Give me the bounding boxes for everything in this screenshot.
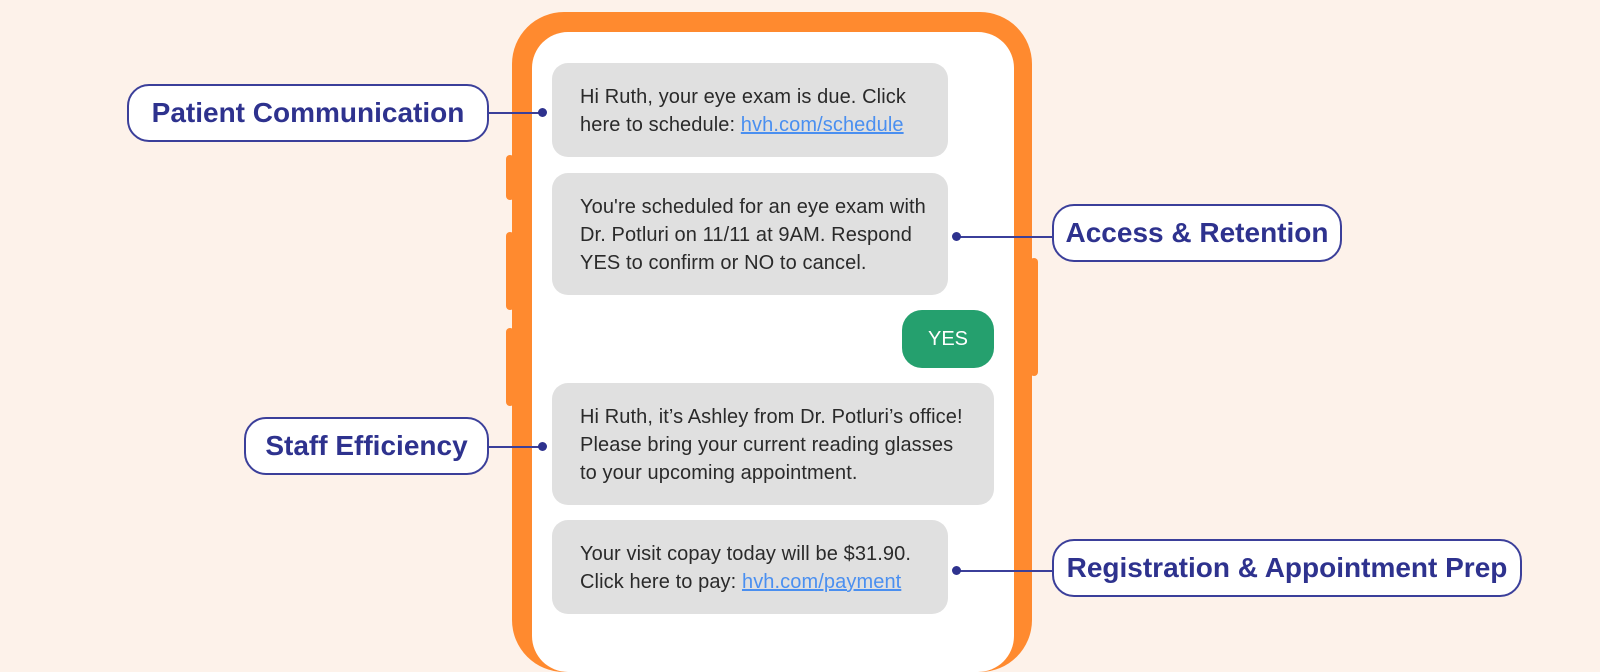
message-bubble-copay: Your visit copay today will be $31.90. C… [552,520,948,614]
callout-connector [489,446,541,448]
phone-side-button [1030,258,1038,376]
message-bubble-exam-due: Hi Ruth, your eye exam is due. Click her… [552,63,948,157]
callout-patient-communication: Patient Communication [127,84,489,142]
callout-registration-prep: Registration & Appointment Prep [1052,539,1522,597]
payment-link[interactable]: hvh.com/payment [741,571,902,593]
callout-access-retention: Access & Retention [1052,204,1342,262]
callout-staff-efficiency: Staff Efficiency [244,417,489,475]
callout-connector-dot [952,566,961,575]
callout-connector-dot [952,232,961,241]
phone-side-button [506,328,514,406]
message-text: YES to confirm or NO to cancel. [580,252,867,274]
phone-side-button [506,232,514,310]
message-text-prefix: here to schedule: [580,114,741,136]
message-text-prefix: Click here to pay: [580,571,742,593]
message-text: You're scheduled for an eye exam with [580,196,926,218]
callout-connector [957,236,1052,238]
callout-connector-dot [538,108,547,117]
message-text: Click here to pay: hvh.com/payment [580,568,920,596]
message-text: Dr. Potluri on 11/11 at 9AM. Respond [580,224,912,246]
phone-side-button [506,155,514,200]
message-text: to your upcoming appointment. [580,462,858,484]
callout-connector-dot [538,442,547,451]
message-text: Please bring your current reading glasse… [580,434,954,456]
message-text: Your visit copay today will be $31.90. [580,543,912,565]
schedule-link[interactable]: hvh.com/schedule [740,114,904,136]
message-text: here to schedule: hvh.com/schedule [580,111,920,139]
message-text: Hi Ruth, your eye exam is due. Click [580,86,906,108]
callout-connector [489,112,541,114]
message-bubble-staff: Hi Ruth, it’s Ashley from Dr. Potluri’s … [552,383,994,505]
reply-bubble-yes: YES [902,310,994,368]
callout-connector [957,570,1052,572]
message-text: Hi Ruth, it’s Ashley from Dr. Potluri’s … [580,406,963,428]
message-bubble-scheduled: You're scheduled for an eye exam with Dr… [552,173,948,295]
